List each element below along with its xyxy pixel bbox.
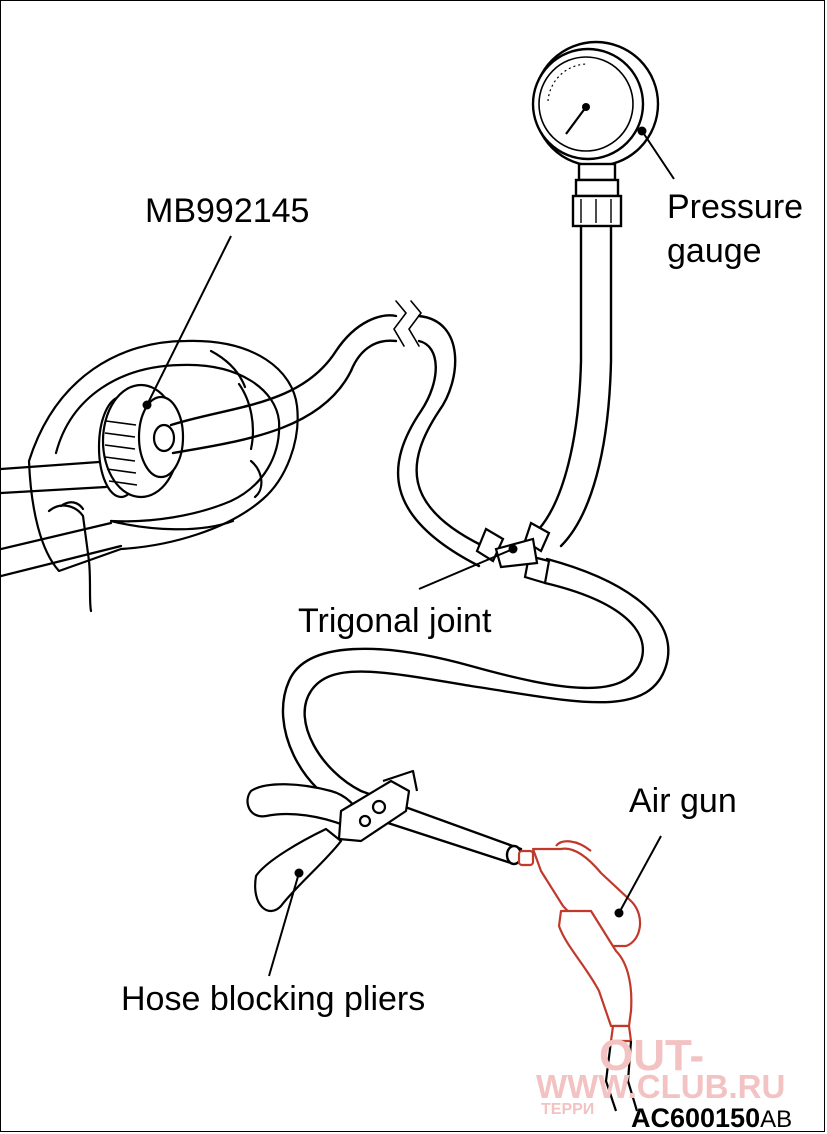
label-pressure-gauge-line2: gauge (667, 232, 762, 270)
trigonal-joint (475, 521, 551, 585)
watermark-line1: OUT- (599, 1031, 705, 1080)
label-mb992145: MB992145 (145, 192, 310, 230)
hose-blocking-pliers (246, 769, 419, 913)
hose-gauge-to-joint (537, 224, 613, 548)
label-air-gun: Air gun (629, 782, 737, 820)
label-hose-blocking-pliers: Hose blocking pliers (121, 980, 426, 1018)
watermark-line2: WWW.CLUB.RU (536, 1068, 786, 1105)
label-trigonal-joint: Trigonal joint (298, 602, 492, 640)
label-pressure-gauge-line1: Pressure (667, 188, 804, 226)
watermark-line3: ТЕРРИ (541, 1101, 595, 1118)
fuel-filler-opening (27, 339, 299, 573)
mb992145-adapter (97, 383, 185, 499)
figure-code: AC600150AB (631, 1096, 793, 1132)
leader-lines (142, 126, 675, 977)
pressure-gauge (531, 40, 660, 228)
hose-adapter-to-joint (169, 300, 485, 568)
figure-code-suffix: AB (760, 1106, 793, 1132)
air-supply-hose (604, 1040, 639, 1112)
figure-code-main: AC600150 (631, 1103, 761, 1132)
air-gun (517, 840, 642, 1043)
